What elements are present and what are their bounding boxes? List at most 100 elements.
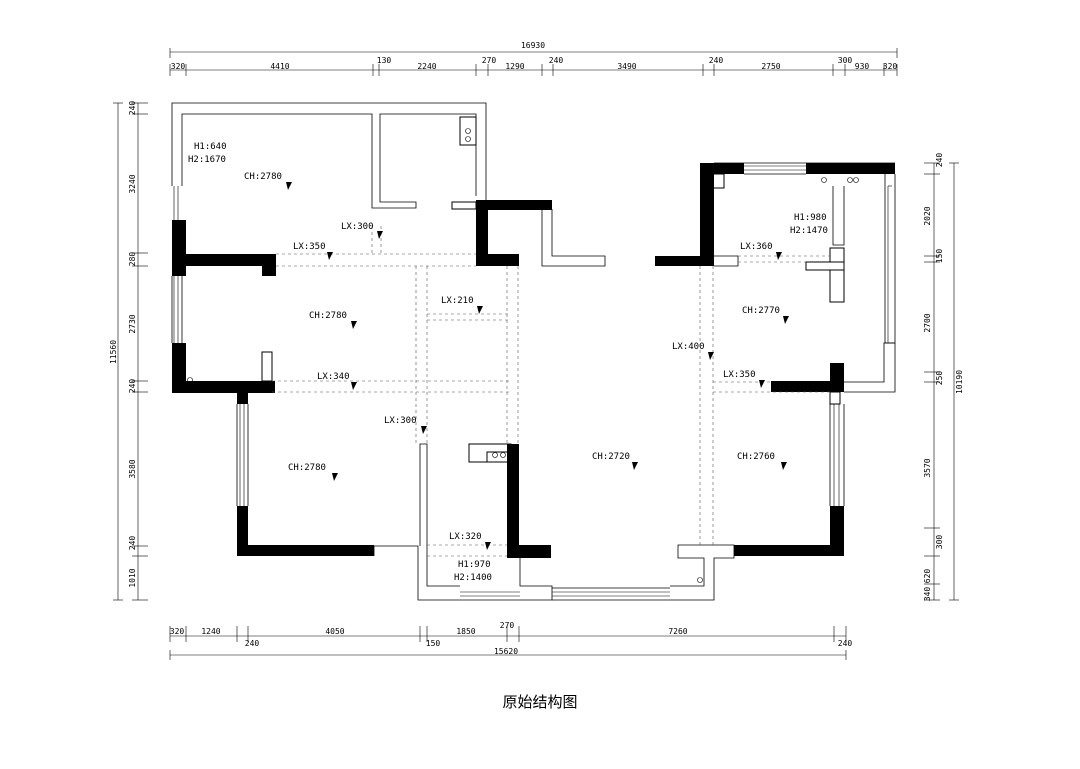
right-dim-8: 340: [923, 587, 932, 602]
drain-icon: [853, 177, 859, 183]
top-dim-8: 240: [709, 56, 724, 65]
wall-outline: [171, 102, 487, 200]
top-dim-12: 320: [883, 62, 898, 71]
left-dimension-group: 11560 240 3240 280 2730 240 3580 240 101…: [109, 101, 148, 601]
wall-outline: [181, 113, 477, 209]
level-marker-icon: [708, 352, 714, 360]
top-dim-2: 130: [377, 56, 392, 65]
left-dim-4: 240: [128, 379, 137, 394]
room-label: CH:2720: [592, 452, 630, 462]
wall-outline: [373, 545, 460, 601]
room-label: LX:300: [341, 222, 374, 232]
right-dimension-group: 240 2020 150 2700 250 3570 300 620 340 1…: [923, 153, 964, 602]
room-label: CH:2780: [288, 463, 326, 473]
room-label: H1:640: [194, 142, 227, 152]
right-dim-0: 240: [935, 153, 944, 168]
level-marker-icon: [286, 182, 292, 190]
structural-walls: [172, 163, 895, 558]
top-dim-9: 2750: [761, 62, 780, 71]
top-dim-5: 1290: [505, 62, 524, 71]
room-label: H1:980: [794, 213, 827, 223]
fixture-icons: [187, 128, 859, 583]
drain-icon: [492, 452, 498, 458]
top-dim-10: 300: [838, 56, 853, 65]
right-dim-4: 250: [935, 371, 944, 386]
room-label: LX:320: [449, 532, 482, 542]
level-marker-icon: [759, 380, 765, 388]
left-segment-ticks: [132, 102, 148, 601]
beam-lines: [272, 226, 830, 557]
drain-icon: [697, 577, 703, 583]
right-dim-5: 3570: [923, 458, 932, 477]
room-label: LX:360: [740, 242, 773, 252]
right-dim-2: 150: [935, 249, 944, 264]
left-total-dim: 11560: [109, 340, 118, 364]
drain-icon: [847, 177, 853, 183]
drain-icon: [465, 136, 471, 142]
room-label: H2:1670: [188, 155, 226, 165]
level-marker-icon: [351, 321, 357, 329]
bottom-dim-5: 1850: [456, 627, 475, 636]
bottom-segment-ticks: [169, 626, 847, 642]
wall-outline: [519, 558, 553, 601]
level-marker-icon: [776, 252, 782, 260]
right-dim-1: 2020: [923, 206, 932, 225]
room-labels: H1:640 H2:1670 CH:2780 LX:300 LX:350 CH:…: [188, 142, 828, 583]
room-label: LX:350: [293, 242, 326, 252]
room-label: CH:2780: [244, 172, 282, 182]
drawing-title: 原始结构图: [502, 693, 577, 711]
level-marker-icon: [632, 462, 638, 470]
bottom-dimension-group: 320 1240 240 4050 150 1850 270 7260 240 …: [169, 621, 853, 660]
room-label: H2:1470: [790, 226, 828, 236]
room-label: LX:350: [723, 370, 756, 380]
room-label: CH:2780: [309, 311, 347, 321]
room-label: LX:400: [672, 342, 705, 352]
level-markers: [286, 182, 789, 550]
drain-icon: [500, 452, 506, 458]
left-dim-6: 240: [128, 536, 137, 551]
wall-outline: [670, 544, 735, 601]
wall-outline: [419, 443, 460, 587]
room-label: LX:210: [441, 296, 474, 306]
right-total-dim: 10190: [955, 370, 964, 394]
drain-icon: [187, 377, 193, 383]
left-dim-0: 240: [128, 101, 137, 116]
bottom-dim-2: 240: [245, 639, 260, 648]
wall-stub: [451, 201, 477, 210]
bottom-dim-3: 4050: [325, 627, 344, 636]
top-dim-4: 270: [482, 56, 497, 65]
bottom-dim-0: 320: [170, 627, 185, 636]
left-dim-7: 1010: [128, 568, 137, 587]
level-marker-icon: [485, 542, 491, 550]
bottom-dim-4: 150: [426, 639, 441, 648]
bottom-dim-6: 270: [500, 621, 515, 630]
bottom-dim-8: 240: [838, 639, 853, 648]
top-total-dim: 16930: [521, 41, 545, 50]
left-dim-2: 280: [128, 252, 137, 267]
level-marker-icon: [351, 382, 357, 390]
left-dim-5: 3580: [128, 459, 137, 478]
level-marker-icon: [783, 316, 789, 324]
right-dim-6: 300: [935, 535, 944, 550]
top-segment-ticks: [169, 64, 898, 76]
level-marker-icon: [332, 473, 338, 481]
room-label: CH:2770: [742, 306, 780, 316]
level-marker-icon: [477, 306, 483, 314]
wall-outline: [541, 209, 606, 267]
level-marker-icon: [377, 231, 383, 239]
right-segment-ticks: [924, 162, 940, 601]
room-label: LX:340: [317, 372, 350, 382]
room-label: H1:970: [458, 560, 491, 570]
drain-icon: [465, 128, 471, 134]
room-label: CH:2760: [737, 452, 775, 462]
top-dim-11: 930: [855, 62, 870, 71]
right-dim-7: 620: [923, 569, 932, 584]
top-dim-0: 320: [171, 62, 186, 71]
right-dim-3: 2700: [923, 313, 932, 332]
left-dim-3: 2730: [128, 314, 137, 333]
top-dim-6: 240: [549, 56, 564, 65]
wall-stub: [261, 351, 273, 382]
room-label: H2:1400: [454, 573, 492, 583]
